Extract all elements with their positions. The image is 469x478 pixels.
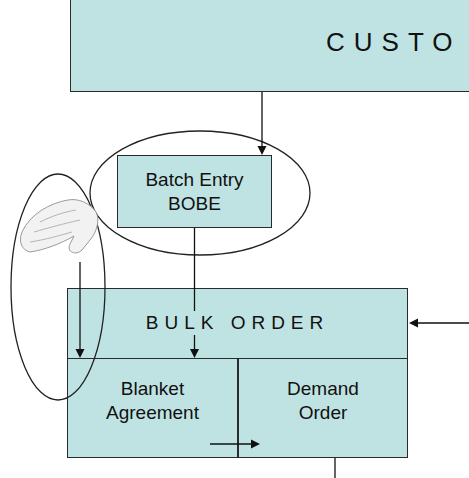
node-label: Blanket Agreement	[88, 377, 218, 425]
process-box: Batch Entry BOBE	[117, 155, 272, 228]
arrow-head	[190, 349, 199, 358]
node-label: Batch Entry BOBE	[135, 168, 255, 216]
highlight-ellipse	[90, 131, 310, 255]
hand-arrow	[79, 262, 80, 350]
arrow-head	[76, 349, 85, 358]
hand-icon	[20, 200, 97, 253]
process-box: Blanket Agreement	[67, 358, 238, 458]
band-box: CUSTO	[70, 0, 469, 92]
incoming-arrow	[418, 322, 469, 323]
arrow-head	[409, 319, 418, 328]
connector-line	[194, 228, 195, 350]
connector-line	[261, 92, 262, 147]
node-label: BULK ORDER	[146, 311, 330, 335]
highlight-ellipse	[11, 174, 105, 400]
process-box: Demand Order	[238, 358, 408, 458]
arrow-head	[258, 146, 267, 155]
outgoing-line	[334, 458, 335, 478]
container-box: BULK ORDER Blanket Agreement Demand Order	[67, 288, 408, 458]
arrow-connector	[210, 440, 260, 449]
arrow-connector	[190, 228, 199, 358]
node-label: CUSTO	[326, 26, 462, 59]
arrow-connector	[258, 92, 267, 155]
connector-line	[210, 443, 252, 444]
arrow-head	[251, 440, 260, 449]
node-label: Demand Order	[264, 377, 382, 425]
